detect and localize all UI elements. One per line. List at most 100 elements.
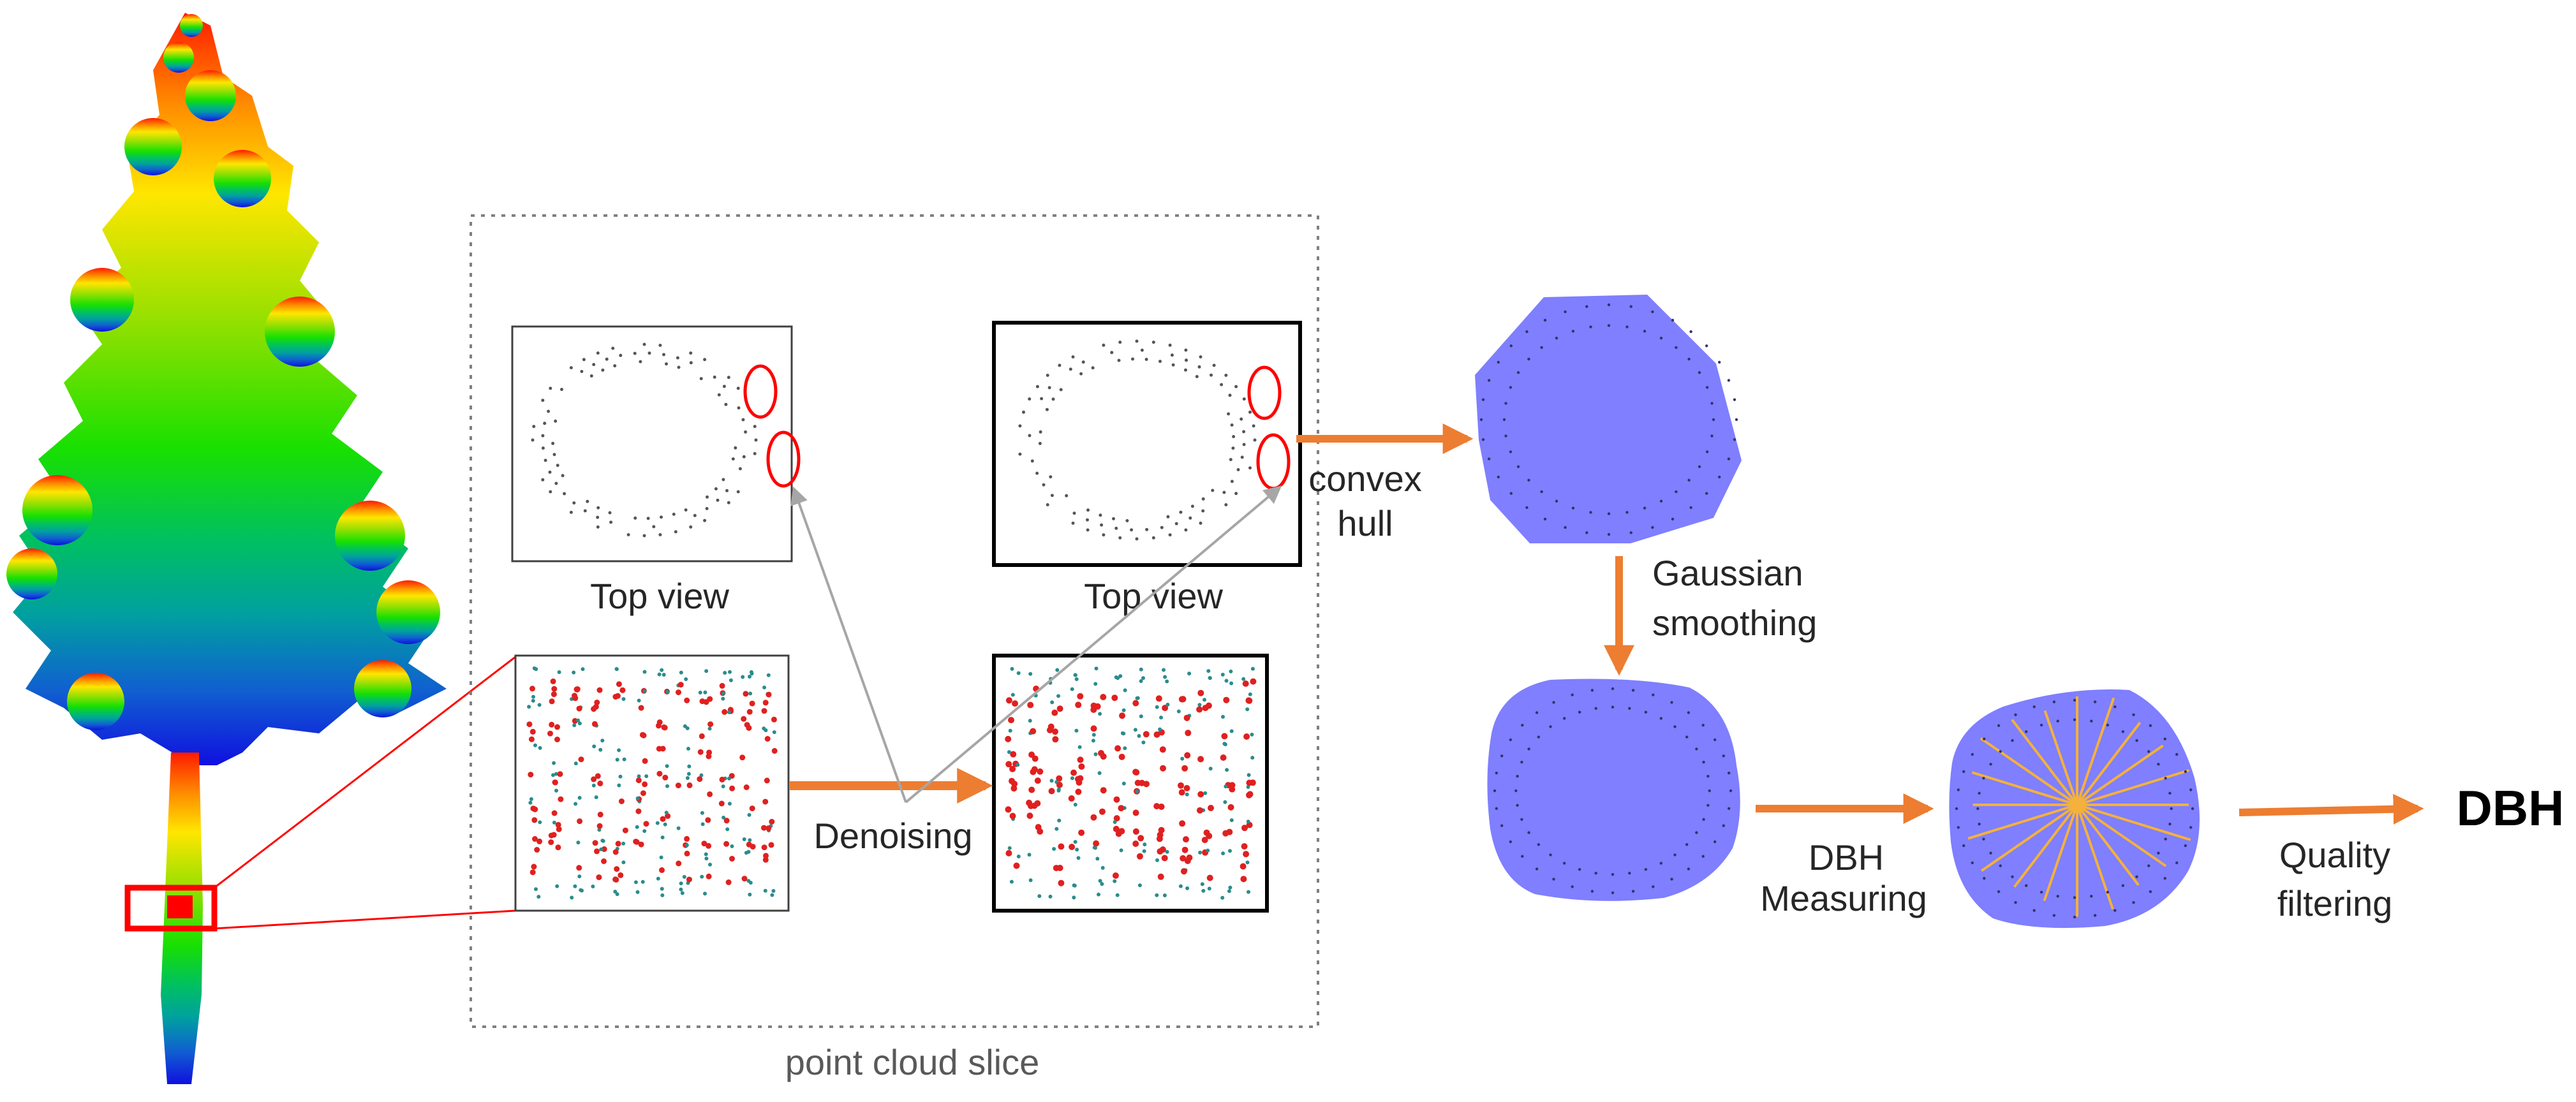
point: [1184, 528, 1188, 532]
point: [1135, 789, 1139, 793]
point: [1212, 364, 1216, 367]
point: [721, 691, 725, 696]
point: [1112, 517, 1115, 520]
point: [1050, 700, 1055, 705]
point: [762, 726, 766, 731]
point: [689, 361, 693, 365]
point: [705, 817, 711, 823]
point: [699, 698, 706, 705]
point: [642, 534, 646, 538]
point: [1695, 831, 1698, 834]
point: [1078, 763, 1085, 770]
point: [1227, 804, 1234, 811]
point: [1241, 677, 1246, 681]
point: [717, 393, 721, 397]
point: [1035, 385, 1039, 388]
point: [1047, 386, 1051, 390]
point: [1013, 862, 1020, 869]
point: [1578, 868, 1581, 871]
point: [1058, 364, 1062, 367]
point: [1035, 824, 1042, 830]
point: [1525, 506, 1529, 510]
point: [746, 709, 753, 715]
point: [2149, 724, 2152, 728]
point: [689, 525, 693, 529]
point: [1090, 706, 1097, 713]
point: [1010, 666, 1014, 671]
point: [748, 838, 752, 842]
point: [1718, 360, 1721, 364]
point: [1229, 458, 1232, 462]
point: [686, 772, 691, 776]
radial-line: [1967, 804, 2078, 840]
point: [763, 853, 769, 859]
point: [1068, 795, 1075, 802]
point: [1509, 738, 1512, 742]
convex-label: convex: [1308, 459, 1421, 499]
point: [707, 696, 713, 702]
point: [622, 827, 628, 834]
point: [722, 709, 728, 715]
point: [601, 839, 605, 843]
point: [635, 796, 640, 800]
point: [1121, 708, 1126, 712]
slice-side-view-raw: [514, 654, 790, 912]
point: [1049, 779, 1054, 783]
point: [551, 773, 555, 777]
point: [723, 818, 730, 824]
point: [611, 346, 615, 350]
point: [1184, 348, 1188, 352]
point: [618, 774, 623, 779]
point: [551, 441, 555, 445]
point: [1527, 747, 1530, 751]
point: [1962, 770, 1965, 774]
point: [596, 687, 603, 693]
point: [741, 418, 745, 422]
point: [1086, 528, 1090, 532]
point: [531, 817, 538, 823]
point: [1644, 710, 1648, 714]
point: [577, 721, 582, 726]
point: [1078, 829, 1085, 836]
point: [1487, 379, 1491, 382]
point: [723, 671, 727, 675]
point: [614, 667, 619, 672]
point: [1118, 805, 1125, 812]
point: [1509, 344, 1513, 348]
point: [1075, 788, 1082, 795]
point: [766, 825, 772, 832]
point: [725, 879, 732, 885]
point: [591, 783, 596, 788]
point: [576, 841, 581, 845]
point: [1222, 742, 1227, 746]
point: [727, 802, 732, 806]
point: [1086, 518, 1089, 522]
point: [569, 366, 573, 370]
zoom-line-bottom: [214, 909, 516, 930]
radial-line: [2043, 710, 2078, 805]
outlier-circle-left-1: [743, 364, 778, 419]
point: [684, 835, 690, 842]
point: [1118, 341, 1122, 344]
point: [676, 356, 679, 360]
point: [591, 721, 598, 727]
point: [1059, 388, 1063, 392]
point: [554, 481, 558, 485]
point: [1048, 788, 1055, 795]
point: [1706, 775, 1710, 778]
point: [1224, 784, 1228, 789]
top-view-right-label: Top view: [1084, 576, 1223, 616]
point: [1552, 878, 1555, 881]
point: [543, 422, 547, 425]
point: [749, 700, 755, 707]
point: [569, 510, 573, 514]
point: [2039, 723, 2043, 727]
point: [600, 738, 605, 743]
point: [1208, 676, 1212, 680]
point: [1203, 698, 1206, 702]
point: [1153, 803, 1160, 810]
point: [684, 697, 690, 703]
point: [1201, 888, 1206, 893]
point: [1675, 490, 1678, 494]
point: [1224, 503, 1228, 506]
